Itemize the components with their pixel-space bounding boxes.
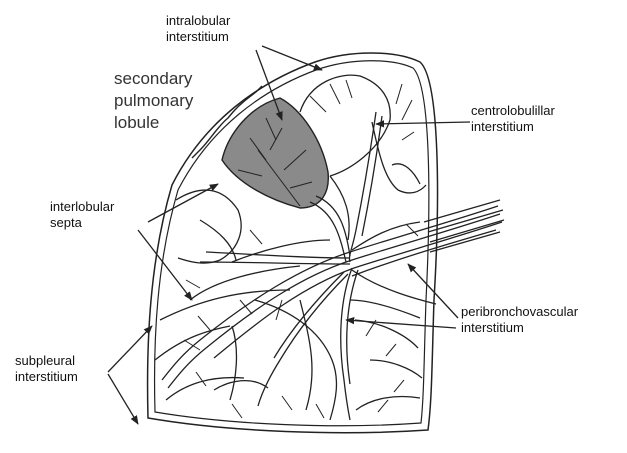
arrow-centrolobular	[376, 122, 470, 124]
label-line: septa	[50, 215, 114, 231]
arrow-interlobular-down	[138, 230, 192, 300]
label-line: interstitium	[471, 119, 555, 135]
label-line: interstitium	[461, 320, 578, 336]
label-line: interstitium	[15, 369, 78, 385]
label-line: secondary	[114, 68, 193, 90]
label-secondary-pulmonary-lobule: secondary pulmonary lobule	[114, 68, 193, 134]
label-peribronchovascular-interstitium: peribronchovascular interstitium	[461, 304, 578, 336]
arrow-peribronchovascular-2	[346, 320, 456, 328]
peribronchovascular-bundle	[162, 112, 502, 420]
label-line: lobule	[114, 112, 193, 134]
label-line: interstitium	[166, 29, 230, 45]
label-centrolobular-interstitium: centrolobulillar interstitium	[471, 103, 555, 135]
arrow-subpleural-up	[108, 326, 152, 372]
label-line: peribronchovascular	[461, 304, 578, 320]
arrow-intralobular-to-pleura	[262, 46, 322, 70]
label-line: subpleural	[15, 353, 78, 369]
arrow-interlobular-up	[148, 184, 218, 222]
label-line: intralobular	[166, 13, 230, 29]
label-subpleural-interstitium: subpleural interstitium	[15, 353, 78, 385]
label-intralobular-interstitium: intralobular interstitium	[166, 13, 230, 45]
label-line: centrolobulillar	[471, 103, 555, 119]
arrow-subpleural-down	[108, 374, 138, 424]
label-line: interlobular	[50, 199, 114, 215]
label-interlobular-septa: interlobular septa	[50, 199, 114, 231]
label-line: pulmonary	[114, 90, 193, 112]
